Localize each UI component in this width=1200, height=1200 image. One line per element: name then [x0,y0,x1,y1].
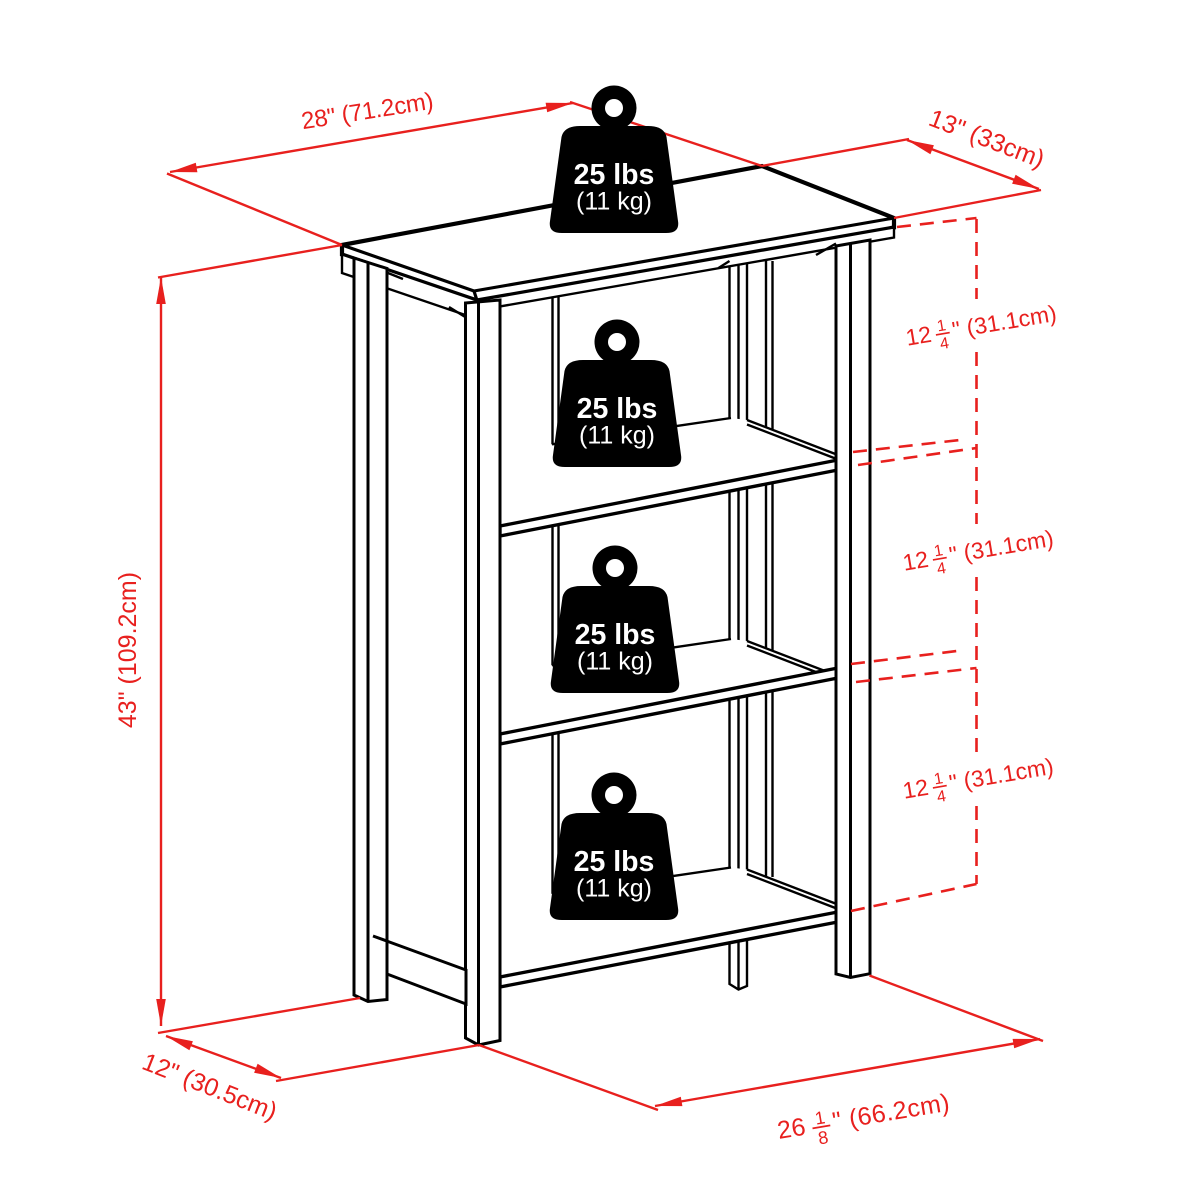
svg-text:1: 1 [936,317,948,335]
svg-text:8: 8 [817,1127,830,1148]
svg-text:4: 4 [936,560,948,578]
svg-text:12: 12 [904,321,934,351]
svg-text:12: 12 [901,546,931,576]
svg-text:12: 12 [901,774,931,804]
svg-text:4: 4 [939,335,951,353]
svg-text:1: 1 [813,1107,826,1128]
svg-text:4: 4 [936,788,948,806]
svg-text:26: 26 [775,1113,808,1145]
svg-text:43" (109.2cm): 43" (109.2cm) [114,572,142,728]
svg-text:1: 1 [933,542,945,560]
svg-text:1: 1 [933,770,945,788]
